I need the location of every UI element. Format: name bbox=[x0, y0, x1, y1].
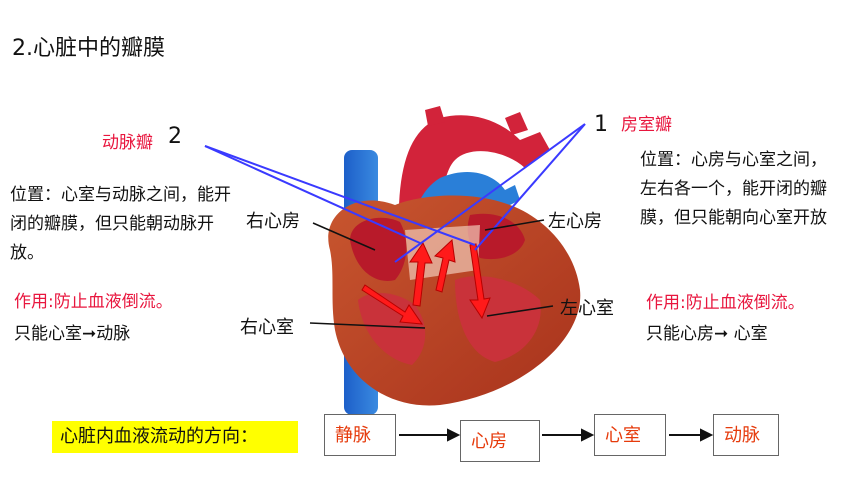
left-position-text: 位置：心室与动脉之间，能开闭的瓣膜，但只能朝动脉开放。 bbox=[10, 185, 231, 263]
pointer-line bbox=[204, 145, 476, 246]
flow-step-vein: 静脉 bbox=[324, 414, 396, 456]
right-atrium-chamber bbox=[350, 217, 407, 281]
flow-arrow bbox=[433, 238, 456, 293]
page-title: 2.心脏中的瓣膜 bbox=[12, 36, 165, 61]
right-valve-label: 房室瓣 bbox=[621, 115, 672, 135]
right-function-text: 作用:防止血液倒流。 bbox=[646, 293, 805, 313]
right-direction-text: 只能心房➞ 心室 bbox=[646, 324, 768, 344]
label-right-atrium: 右心房 bbox=[246, 211, 300, 232]
flow-step-atrium: 心房 bbox=[460, 420, 540, 462]
left-function-text: 作用:防止血液倒流。 bbox=[14, 292, 173, 312]
right-position-text: 位置：心房与心室之间，左右各一个，能开闭的瓣膜，但只能朝向心室开放 bbox=[640, 150, 827, 228]
flow-connector-head bbox=[581, 428, 595, 442]
left-valve-number: 2 bbox=[168, 124, 182, 149]
flow-step-ventricle: 心室 bbox=[594, 414, 666, 456]
label-right-ventricle: 右心室 bbox=[240, 317, 294, 338]
leader-line bbox=[312, 222, 376, 251]
flow-connector-head bbox=[447, 428, 461, 442]
flow-step-artery: 动脉 bbox=[713, 414, 779, 456]
left-direction-text: 只能心室➞动脉 bbox=[14, 324, 131, 344]
flow-arrow bbox=[361, 284, 424, 325]
pointer-line bbox=[204, 145, 421, 244]
flow-direction-label: 心脏内血液流动的方向： bbox=[52, 421, 298, 453]
flow-connector-head bbox=[700, 428, 714, 442]
left-ventricle-chamber bbox=[455, 276, 541, 362]
leader-line bbox=[484, 219, 545, 231]
pointer-line bbox=[394, 123, 586, 263]
flow-arrow bbox=[469, 243, 491, 320]
leader-line bbox=[309, 322, 426, 329]
flow-arrow bbox=[409, 241, 433, 307]
right-valve-number: 1 bbox=[594, 112, 608, 137]
label-left-ventricle: 左心室 bbox=[560, 298, 614, 319]
label-left-atrium: 左心房 bbox=[548, 211, 602, 232]
leader-line bbox=[486, 305, 554, 317]
left-valve-label: 动脉瓣 bbox=[102, 133, 153, 153]
